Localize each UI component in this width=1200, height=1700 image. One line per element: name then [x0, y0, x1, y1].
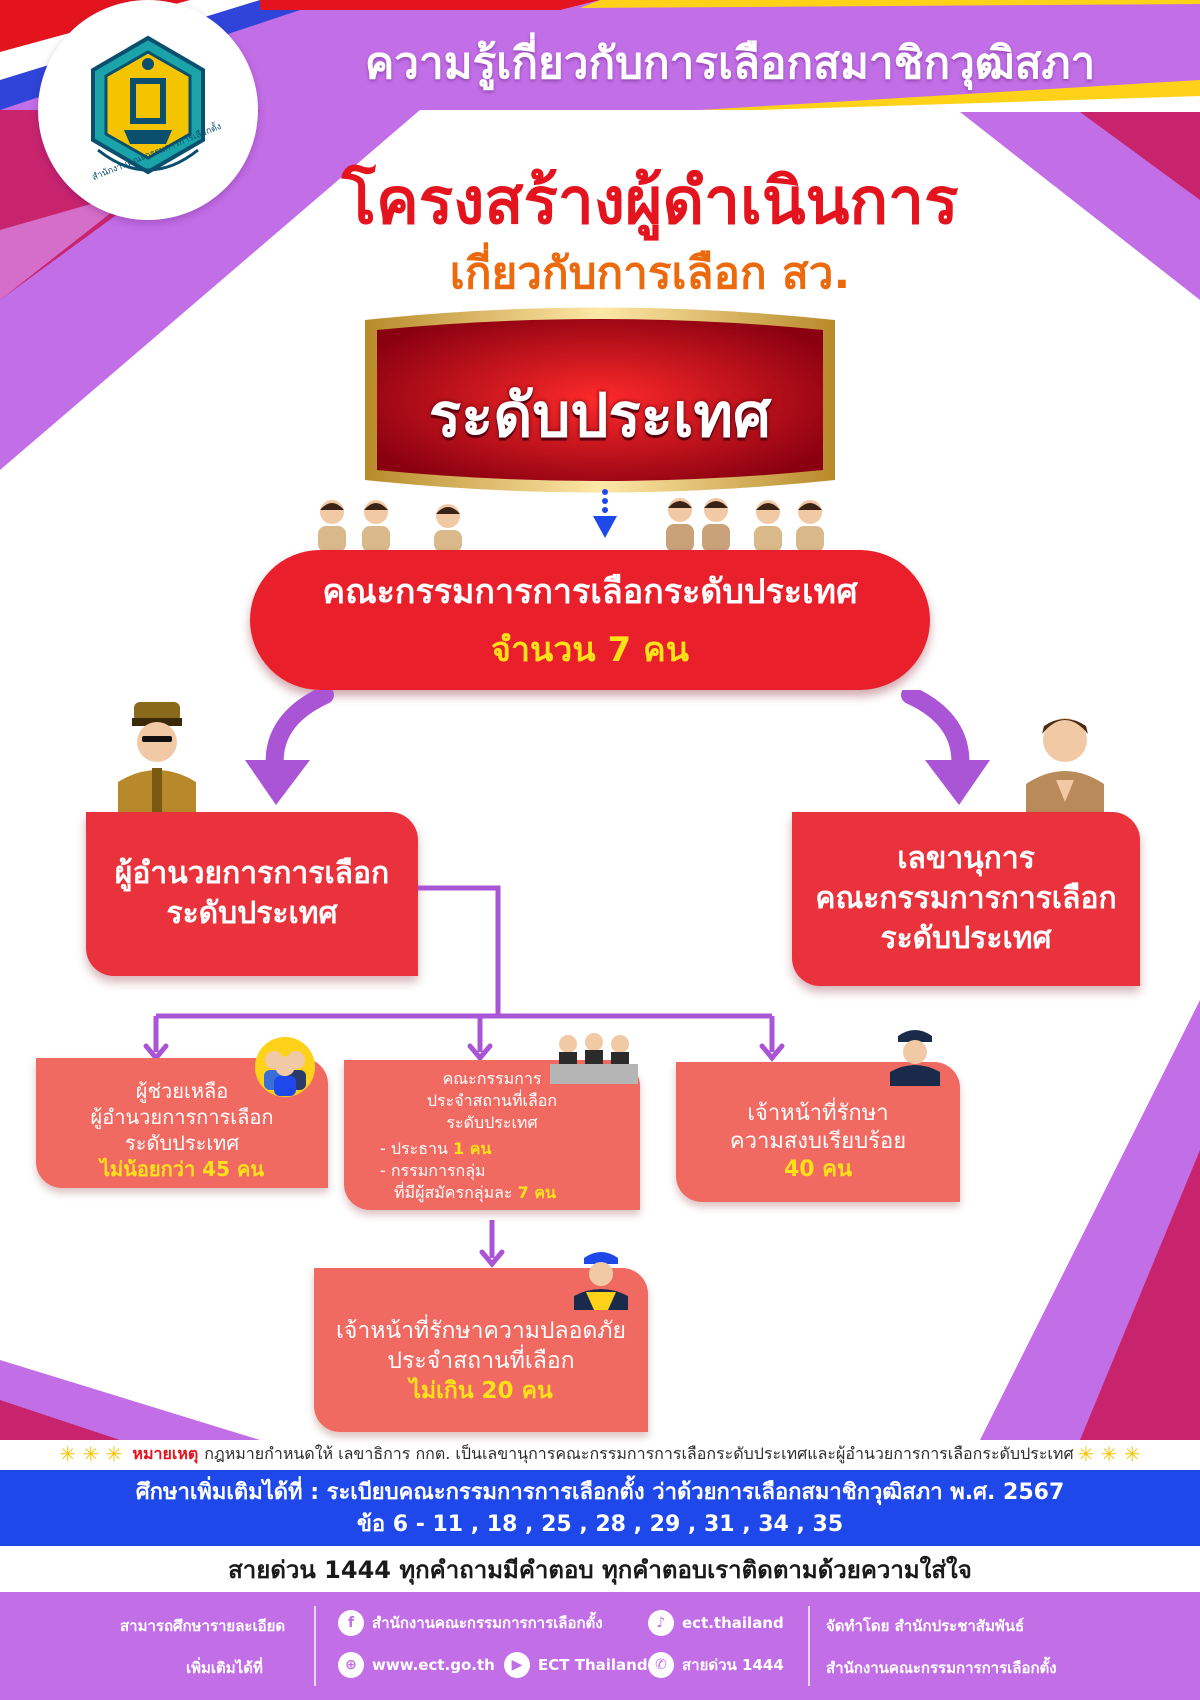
station-group-count: 7 คน [517, 1183, 556, 1202]
station-chair-label: - ประธาน [380, 1139, 453, 1158]
group-people-icon [255, 1037, 315, 1097]
footer-divider [314, 1606, 316, 1686]
security-officers-count: ไม่เกิน 20 คน [409, 1378, 553, 1404]
footer-phone-link[interactable]: ✆ สายด่วน 1444 [648, 1652, 784, 1678]
secretary-line3: ระดับประเทศ [880, 921, 1052, 956]
footer-made-by-line1: จัดทำโดย สำนักประชาสัมพันธ์ [826, 1617, 1025, 1635]
globe-icon: ⊕ [338, 1652, 364, 1678]
dotted-down-arrow-icon [593, 489, 617, 538]
legal-note: ✳ ✳ ✳ หมายเหตุ กฎหมายกำหนดให้ เลขาธิการ … [20, 1436, 1180, 1472]
level-banner-label: ระดับประเทศ [428, 381, 772, 451]
footer-made-by-line2: สำนักงานคณะกรรมการการเลือกตั้ง [826, 1659, 1057, 1677]
national-committee-count: จำนวน 7 คน [491, 630, 689, 670]
peace-officers-count: 40 คน [783, 1157, 853, 1182]
main-title: โครงสร้างผู้ดำเนินการ [341, 165, 959, 239]
station-chair-count: 1 คน [452, 1139, 492, 1158]
tiktok-icon: ♪ [648, 1610, 674, 1636]
station-committee-line2: ประจำสถานที่เลือก [426, 1091, 558, 1110]
secretary-line1: เลขานุการ [897, 841, 1035, 876]
footer-youtube-link[interactable]: ▶ ECT Thailand [504, 1652, 648, 1678]
ect-logo: สำนักงานคณะกรรมการการเลือกตั้ง [38, 0, 258, 220]
station-committee-line3: ระดับประเทศ [446, 1113, 538, 1132]
level-banner [365, 307, 835, 493]
director-line2: ระดับประเทศ [166, 896, 338, 931]
meeting-table-icon [550, 1033, 638, 1084]
note-stars-right: ✳ ✳ ✳ [1077, 1442, 1141, 1466]
secretary-line2: คณะกรรมการการเลือก [815, 881, 1117, 916]
phone-icon: ✆ [648, 1652, 674, 1678]
curved-arrow-right-icon [901, 690, 990, 805]
note-stars-left: ✳ ✳ ✳ [59, 1442, 123, 1466]
assistants-line3: ระดับประเทศ [124, 1131, 240, 1155]
footer-facebook-link[interactable]: f สำนักงานคณะกรรมการการเลือกตั้ง [338, 1610, 603, 1636]
reference-line2: ข้อ 6 - 11 , 18 , 25 , 28 , 29 , 31 , 34… [356, 1512, 844, 1537]
ect-emblem-icon [91, 35, 205, 175]
footer-phone-label: สายด่วน 1444 [682, 1656, 784, 1674]
security-officers-line2: ประจำสถานที่เลือก [387, 1348, 575, 1374]
committee-members-right-icon [666, 498, 824, 552]
peace-officers-line1: เจ้าหน้าที่รักษา [747, 1101, 889, 1126]
curved-arrow-left-icon [245, 690, 334, 805]
committee-members-left-icon [318, 500, 462, 552]
station-committee-line1: คณะกรรมการ [442, 1069, 542, 1088]
footer-website-link[interactable]: ⊕ www.ect.go.th [338, 1652, 495, 1678]
station-committee-box: คณะกรรมการ ประจำสถานที่เลือก ระดับประเทศ… [344, 1060, 640, 1210]
note-text: กฎหมายกำหนดให้ เลขาธิการ กกต. เป็นเลขานุ… [204, 1443, 1074, 1463]
director-box: ผู้อำนวยการการเลือก ระดับประเทศ [86, 812, 418, 976]
security-guard-icon [574, 1252, 628, 1310]
director-officer-icon [118, 702, 196, 814]
peace-officers-line2: ความสงบเรียบร้อย [729, 1129, 907, 1154]
station-group-label: - กรรมการกลุ่ม [380, 1161, 486, 1180]
footer: สามารถศึกษารายละเอียด เพิ่มเติมได้ที่ f … [0, 1592, 1200, 1700]
assistants-count: ไม่น้อยกว่า 45 คน [99, 1157, 265, 1181]
national-committee-title: คณะกรรมการการเลือกระดับประเทศ [322, 572, 858, 612]
footer-more-line2: เพิ่มเติมได้ที่ [186, 1659, 263, 1677]
secretary-box: เลขานุการ คณะกรรมการการเลือก ระดับประเทศ [792, 812, 1140, 986]
police-officer-icon [890, 1030, 940, 1086]
reference-band: ศึกษาเพิ่มเติมได้ที่ : ระเบียบคณะกรรมการ… [0, 1470, 1200, 1546]
hotline-slogan: สายด่วน 1444 ทุกคำถามมีคำตอบ ทุกคำตอบเรา… [228, 1556, 972, 1584]
footer-tiktok-link[interactable]: ♪ ect.thailand [648, 1610, 784, 1636]
secretary-staff-icon [1026, 718, 1104, 814]
assistants-line2: ผู้อำนวยการการเลือก [90, 1105, 274, 1129]
sub-title: เกี่ยวกับการเลือก สว. [449, 248, 851, 299]
facebook-icon: f [338, 1610, 364, 1636]
youtube-icon: ▶ [504, 1652, 530, 1678]
footer-tiktok-label: ect.thailand [682, 1614, 784, 1632]
national-committee-box: คณะกรรมการการเลือกระดับประเทศ จำนวน 7 คน [250, 550, 930, 690]
header-title: ความรู้เกี่ยวกับการเลือกสมาชิกวุฒิสภา [364, 38, 1096, 89]
footer-youtube-label: ECT Thailand [538, 1656, 648, 1674]
director-line1: ผู้อำนวยการการเลือก [114, 856, 390, 891]
footer-divider-2 [808, 1606, 810, 1686]
reference-line1: ศึกษาเพิ่มเติมได้ที่ : ระเบียบคณะกรรมการ… [135, 1480, 1065, 1505]
footer-facebook-label: สำนักงานคณะกรรมการการเลือกตั้ง [372, 1614, 603, 1632]
station-group-line2: ที่มีผู้สมัครกลุ่มละ [394, 1183, 518, 1202]
note-label: หมายเหตุ [132, 1443, 199, 1463]
footer-more-line1: สามารถศึกษารายละเอียด [120, 1617, 286, 1635]
assistants-line1: ผู้ช่วยเหลือ [135, 1079, 229, 1103]
footer-website-label: www.ect.go.th [372, 1656, 495, 1674]
security-officers-line1: เจ้าหน้าที่รักษาความปลอดภัย [335, 1318, 627, 1344]
